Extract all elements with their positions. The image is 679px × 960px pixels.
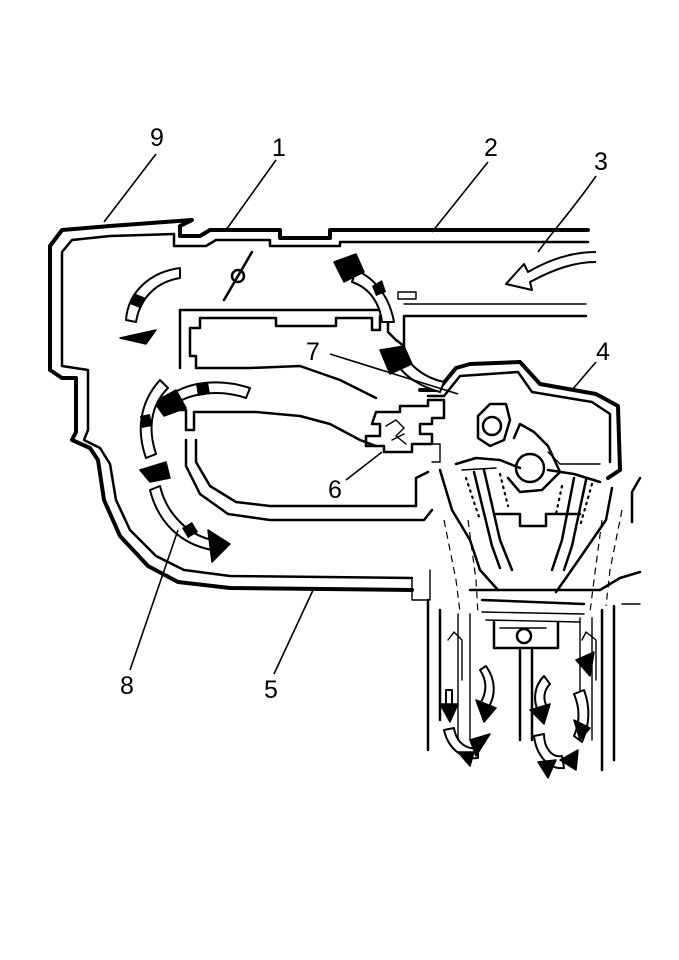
callout-8: 8 bbox=[120, 672, 134, 700]
plenum-up-arrow bbox=[333, 253, 395, 323]
air-intake-housing bbox=[48, 218, 590, 601]
lower-return-arrow bbox=[149, 485, 231, 563]
airflow-arrows bbox=[119, 251, 597, 779]
leader-lines bbox=[103, 153, 597, 675]
leader-9 bbox=[103, 153, 157, 223]
breather-tube bbox=[178, 398, 434, 522]
crankcase-arrow-bottom-right bbox=[533, 733, 579, 779]
cylinder-walls bbox=[426, 509, 623, 772]
pcv-valve bbox=[364, 398, 446, 463]
callout-1: 1 bbox=[272, 134, 286, 162]
leader-5 bbox=[273, 587, 315, 675]
exhaust-valve bbox=[550, 476, 594, 572]
crankcase-arrow-inner-left bbox=[475, 665, 497, 723]
leader-1 bbox=[225, 159, 277, 231]
leader-3 bbox=[537, 175, 597, 253]
callout-7: 7 bbox=[306, 338, 320, 366]
channel-left-arrow bbox=[153, 381, 251, 417]
breather-inlet-arrow bbox=[379, 345, 445, 393]
valve-cover bbox=[418, 360, 622, 480]
crankcase-arrow-bottom-left bbox=[443, 727, 491, 767]
fresh-air-inlet-arrow bbox=[505, 251, 597, 291]
left-down-arrow bbox=[139, 379, 171, 483]
leader-6 bbox=[345, 451, 383, 481]
crankcase-arrow-right-up bbox=[573, 651, 595, 743]
callouts: 9 1 2 3 4 7 6 8 5 bbox=[120, 124, 610, 704]
callout-5: 5 bbox=[264, 676, 278, 704]
camshaft-assembly bbox=[454, 402, 602, 494]
callout-9: 9 bbox=[150, 124, 164, 152]
crankcase-arrow-inner-right bbox=[529, 675, 551, 725]
callout-3: 3 bbox=[594, 148, 608, 176]
crankcase-arrow-left-down bbox=[439, 689, 459, 723]
throttle-plate bbox=[222, 250, 254, 302]
callout-6: 6 bbox=[328, 476, 342, 504]
leader-4 bbox=[571, 361, 597, 391]
cylinder-block bbox=[438, 468, 642, 650]
leader-8 bbox=[129, 529, 179, 671]
plenum-down-arrow bbox=[119, 267, 181, 345]
leader-2 bbox=[431, 161, 489, 233]
callout-4: 4 bbox=[596, 338, 610, 366]
intake-valve bbox=[464, 468, 514, 572]
callout-2: 2 bbox=[484, 134, 498, 162]
leader-7 bbox=[329, 353, 459, 395]
